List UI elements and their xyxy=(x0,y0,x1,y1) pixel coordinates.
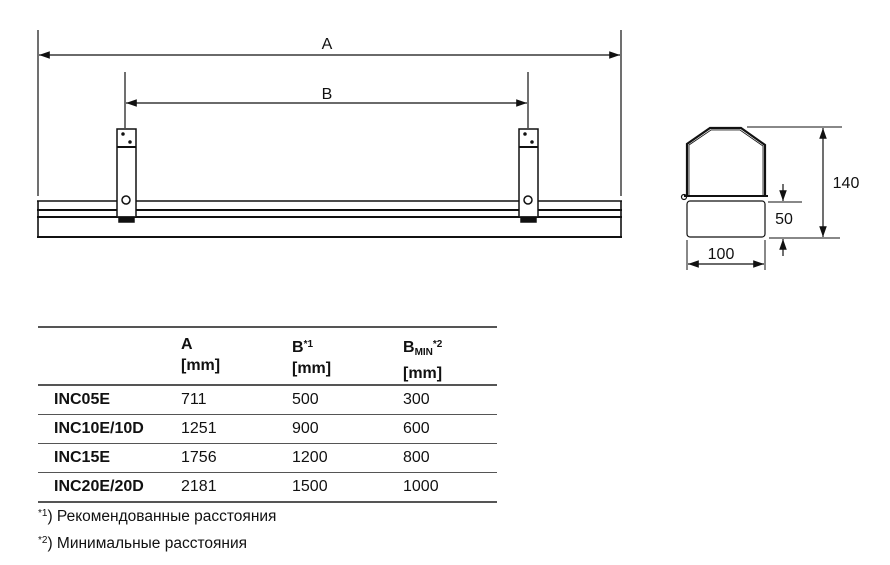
cell-a: 2181 xyxy=(181,478,217,495)
header-a-unit: [mm] xyxy=(181,357,221,374)
header-a-label: A xyxy=(181,336,193,353)
end-view xyxy=(680,126,842,270)
table-row: INC15E 1756 1200 800 xyxy=(38,444,497,473)
cell-bmin: 600 xyxy=(403,420,430,437)
cell-model: INC20E/20D xyxy=(54,478,144,495)
mounting-bracket-right xyxy=(518,128,539,223)
header-a: A [mm] xyxy=(181,327,292,385)
mounting-bracket-left xyxy=(116,128,137,223)
cell-bmin: 1000 xyxy=(403,478,439,495)
header-b-label: B xyxy=(292,339,304,356)
table-row: INC20E/20D 2181 1500 1000 xyxy=(38,473,497,502)
cell-bmin: 300 xyxy=(403,391,430,408)
header-model xyxy=(38,327,181,385)
dimension-a-label: A xyxy=(322,36,333,53)
cell-b: 1200 xyxy=(292,449,328,466)
header-b-unit: [mm] xyxy=(292,360,332,377)
footnote-1-mark: *1 xyxy=(38,508,48,519)
table-row: INC10E/10D 1251 900 600 xyxy=(38,415,497,444)
table-row: INC05E 711 500 300 xyxy=(38,385,497,415)
dimension-lower-label: 50 xyxy=(775,211,793,228)
footnote-2-mark: *2 xyxy=(38,535,48,546)
header-bmin: BMIN*2 [mm] xyxy=(403,327,497,385)
cell-b: 500 xyxy=(292,391,319,408)
dimension-width-label: 100 xyxy=(708,246,735,263)
cell-b: 900 xyxy=(292,420,319,437)
cell-a: 711 xyxy=(181,391,207,408)
footnote-1: *1) Рекомендованные расстояния xyxy=(38,508,276,526)
table-header-row: A[mm] B*1[mm] BMIN*2[mm] xyxy=(38,327,497,385)
header-bmin-mark: *2 xyxy=(432,339,443,350)
footnote-1-text: ) Рекомендованные расстояния xyxy=(47,508,277,525)
header-bmin-sub: MIN xyxy=(414,347,433,358)
cell-model: INC10E/10D xyxy=(54,420,144,437)
cell-model: INC05E xyxy=(54,391,111,408)
cell-a: 1756 xyxy=(181,449,217,466)
dimension-height-label: 140 xyxy=(833,175,860,192)
header-bmin-unit: [mm] xyxy=(403,365,443,382)
header-b: B*1 [mm] xyxy=(292,327,403,385)
header-bmin-label: B xyxy=(403,339,415,356)
side-view xyxy=(37,30,622,238)
cell-model: INC15E xyxy=(54,449,111,466)
cell-bmin: 800 xyxy=(403,449,430,466)
footnote-2-text: ) Минимальные расстояния xyxy=(47,535,248,552)
dimension-b-label: B xyxy=(322,86,333,103)
header-b-mark: *1 xyxy=(303,339,314,350)
cell-b: 1500 xyxy=(292,478,328,495)
footnote-2: *2) Минимальные расстояния xyxy=(38,535,247,553)
cell-a: 1251 xyxy=(181,420,217,437)
